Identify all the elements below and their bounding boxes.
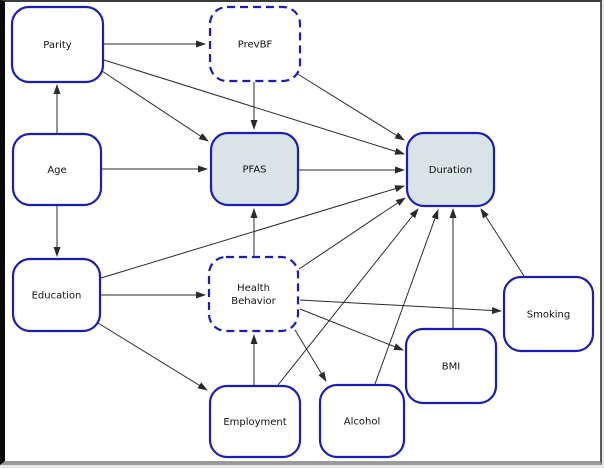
- node-alcohol: Alcohol: [318, 383, 406, 459]
- node-label-employment: Employment: [223, 417, 286, 428]
- node-education: Education: [11, 257, 102, 333]
- node-box-duration: [405, 131, 496, 208]
- node-label-line: Parity: [43, 40, 72, 51]
- edges-layer: [53, 40, 525, 391]
- edge-education-to-employment: [97, 322, 208, 391]
- node-label-line: Alcohol: [344, 417, 380, 428]
- node-box-prevbf: [208, 5, 302, 83]
- node-label-pfas: PFAS: [242, 165, 266, 176]
- node-box-employment: [208, 384, 302, 459]
- edge-health-behavior-to-alcohol: [294, 329, 327, 382]
- node-box-bmi: [404, 327, 498, 405]
- node-box-parity: [10, 5, 105, 84]
- node-box-health-behavior: [207, 255, 300, 333]
- node-pfas: PFAS: [209, 131, 300, 207]
- edge-health-behavior-to-smoking: [299, 299, 502, 315]
- node-label-prevbf: PrevBF: [238, 40, 273, 51]
- node-label-alcohol: Alcohol: [344, 417, 380, 428]
- node-label-line: PrevBF: [238, 40, 273, 51]
- node-label-line: Education: [32, 291, 82, 302]
- node-duration: Duration: [405, 131, 496, 208]
- edge-smoking-to-duration: [480, 208, 525, 277]
- edge-health-behavior-to-bmi: [299, 308, 404, 351]
- node-label-line: Smoking: [527, 310, 570, 321]
- edge-health-behavior-to-duration: [298, 197, 406, 270]
- edge-prevbf-to-duration: [295, 72, 405, 141]
- node-bmi: BMI: [404, 327, 498, 405]
- node-label-line: Duration: [429, 165, 472, 176]
- node-label-line: Employment: [223, 417, 286, 428]
- node-label-age: Age: [47, 165, 66, 176]
- node-label-education: Education: [32, 291, 82, 302]
- node-box-education: [11, 257, 102, 333]
- node-label-line: BMI: [442, 362, 460, 373]
- node-label-smoking: Smoking: [527, 310, 570, 321]
- node-smoking: Smoking: [502, 275, 595, 353]
- edge-parity-to-pfas: [101, 70, 209, 142]
- node-age: Age: [11, 132, 103, 207]
- node-label-line: PFAS: [242, 165, 266, 176]
- edge-alcohol-to-duration: [374, 209, 439, 385]
- node-label-parity: Parity: [43, 40, 72, 51]
- node-box-alcohol: [318, 383, 406, 459]
- node-label-line: Behavior: [231, 296, 276, 307]
- node-parity: Parity: [10, 5, 105, 84]
- node-box-pfas: [209, 131, 300, 207]
- edge-education-to-duration: [100, 185, 405, 279]
- node-prevbf: PrevBF: [208, 5, 302, 83]
- node-box-smoking: [502, 275, 595, 353]
- node-label-bmi: BMI: [442, 362, 460, 373]
- node-box-age: [11, 132, 103, 207]
- node-label-line: Age: [47, 165, 66, 176]
- node-label-duration: Duration: [429, 165, 472, 176]
- edge-employment-to-duration: [277, 208, 419, 386]
- node-employment: Employment: [208, 384, 302, 459]
- node-label-line: Health: [237, 283, 270, 294]
